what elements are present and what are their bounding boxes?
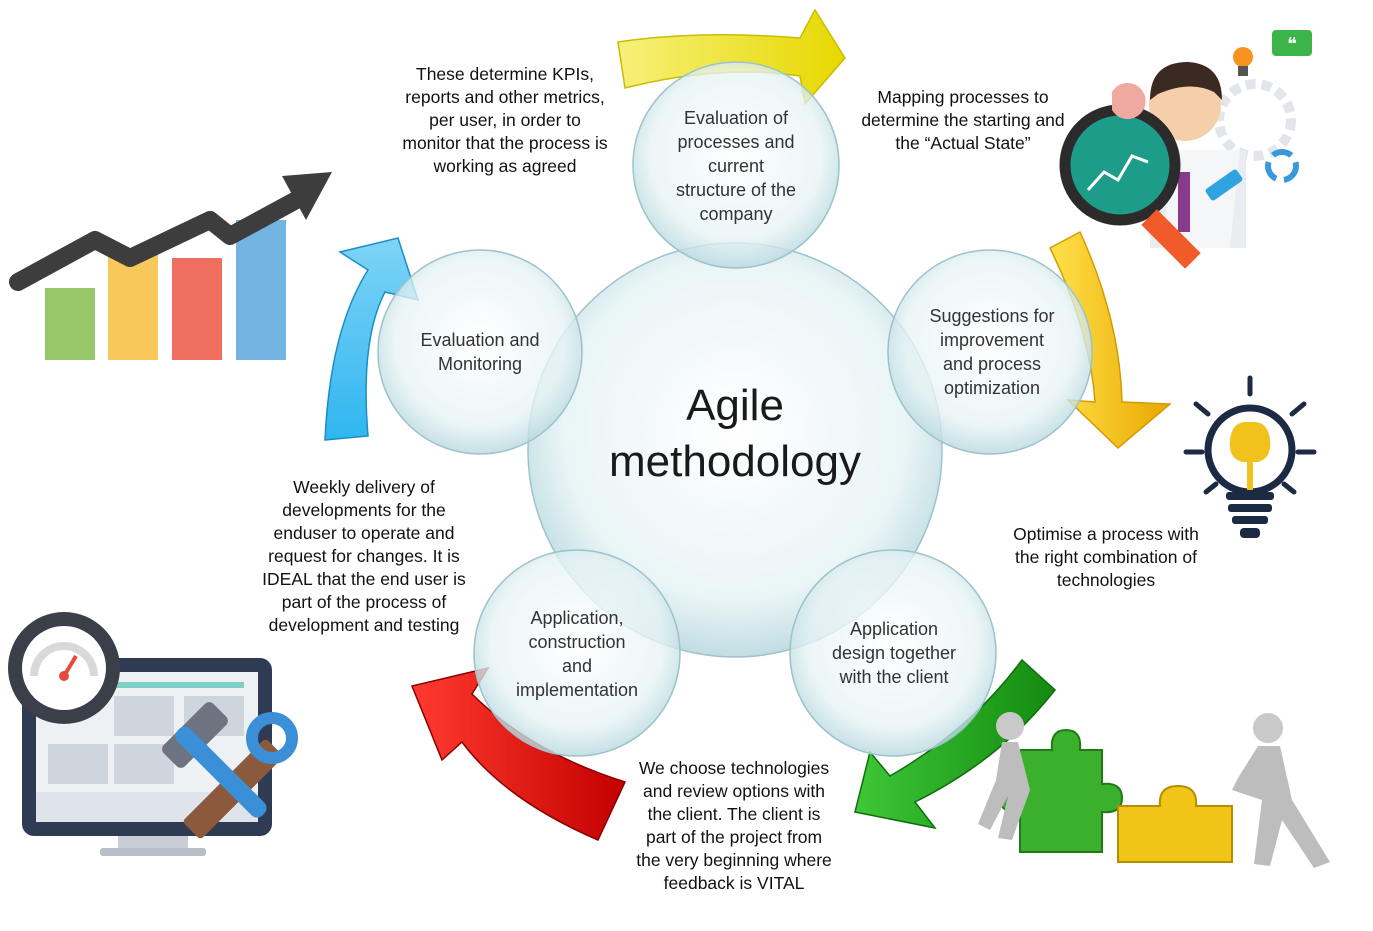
stage-circle-design[interactable] xyxy=(789,549,997,757)
stage-label-design: Application design together with the clien… xyxy=(832,619,956,687)
stage-label-line: and xyxy=(562,656,592,676)
stage-label-line: Monitoring xyxy=(438,354,522,374)
stage-label-line: company xyxy=(699,204,772,224)
stage-label-suggestions: Suggestions for improvement and process opt… xyxy=(929,306,1054,398)
stage-label-line: Application, xyxy=(530,608,623,628)
stage-circle-monitoring[interactable] xyxy=(377,249,583,455)
note-kpis: These determine KPIs, reports and other … xyxy=(402,64,608,176)
center-title: Agile methodology xyxy=(609,381,861,486)
arrow-bottom-left xyxy=(410,666,627,841)
stage-label-line: Suggestions for xyxy=(929,306,1054,326)
arrow-left xyxy=(324,237,420,441)
stage-label-line: improvement xyxy=(940,330,1044,350)
note-optimise: Optimise a process with the right combin… xyxy=(1013,524,1199,590)
note-weekly: Weekly delivery of developments for the … xyxy=(262,477,466,635)
stage-label-line: structure of the xyxy=(676,180,796,200)
stage-label-line: with the client xyxy=(838,667,948,687)
stage-circle-evaluation[interactable] xyxy=(632,61,840,269)
svg-text:❝: ❝ xyxy=(1287,34,1297,54)
growth-chart-icon xyxy=(9,172,332,360)
computer-tools-icon xyxy=(8,612,298,856)
stage-label-line: Evaluation of xyxy=(684,108,789,128)
stage-label-line: design together xyxy=(832,643,956,663)
stage-circle-suggestions[interactable] xyxy=(887,249,1093,455)
stage-label-line: implementation xyxy=(516,680,638,700)
arrow-top xyxy=(617,8,846,106)
note-mapping: Mapping processes to determine the start… xyxy=(861,87,1065,153)
stage-label-line: construction xyxy=(528,632,625,652)
stage-label-line: and process xyxy=(943,354,1041,374)
stage-label-line: processes and xyxy=(677,132,794,152)
stage-label-line: current xyxy=(708,156,764,176)
stage-label-line: optimization xyxy=(944,378,1040,398)
stage-circle-construction[interactable] xyxy=(473,549,681,757)
lightbulb-brain-icon xyxy=(1183,375,1317,538)
analyst-magnifier-icon: ❝ xyxy=(1059,30,1312,269)
stage-label-construction: Application, construction and implementatio… xyxy=(516,608,638,700)
stage-label-line: Evaluation and xyxy=(420,330,539,350)
note-choose: We choose technologies and review option… xyxy=(636,758,832,893)
puzzle-people-icon xyxy=(978,712,1330,868)
stage-label-evaluation: Evaluation of processes and current structu… xyxy=(676,108,796,224)
stage-label-line: Application xyxy=(850,619,938,639)
